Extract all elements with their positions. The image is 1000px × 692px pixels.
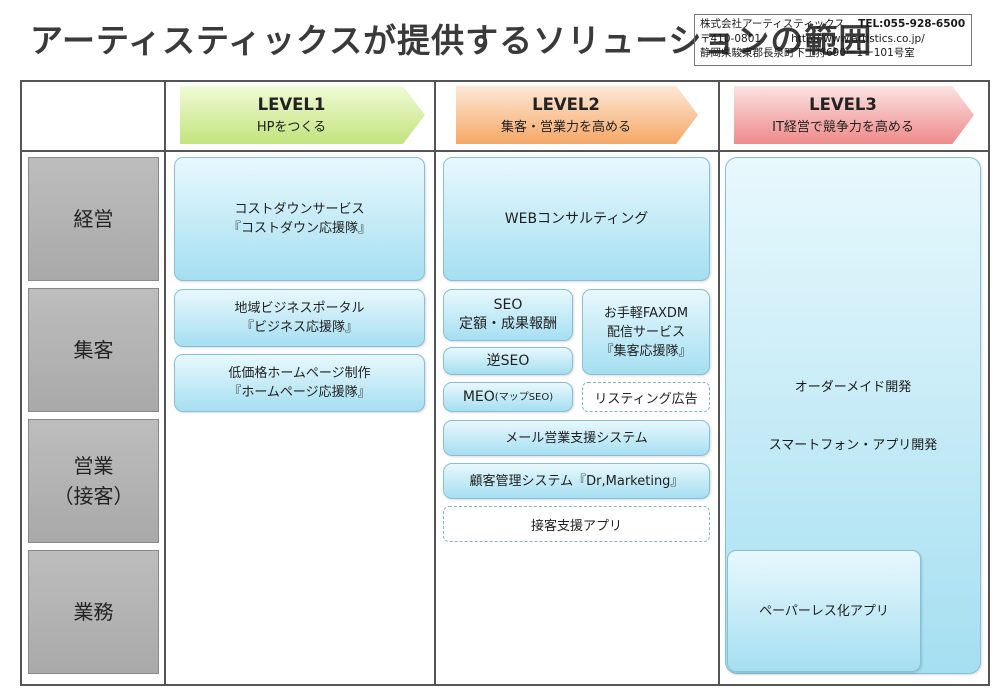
company-tel: TEL:055-928-6500 — [858, 18, 966, 30]
level1-label: LEVEL1 — [257, 95, 326, 114]
level1-sub: HPをつくる — [256, 120, 327, 135]
listing-ads[interactable]: リスティング広告 — [582, 382, 710, 412]
level3-label: LEVEL3 — [809, 95, 877, 114]
mail-sales-support[interactable]: メール営業支援システム — [443, 420, 710, 456]
header-separator — [20, 150, 990, 152]
level2-sub: 集客・営業力を高める — [500, 120, 631, 135]
homepage-production[interactable]: 低価格ホームページ制作 『ホームページ応援隊』 — [174, 354, 425, 412]
smartphone-app-development[interactable]: スマートフォン・アプリ開発 — [768, 438, 938, 453]
row-header-operations: 業務 — [28, 550, 159, 674]
web-consulting[interactable]: WEBコンサルティング — [443, 157, 710, 281]
paperless-app[interactable]: ペーパーレス化アプリ — [727, 550, 921, 672]
page-title: アーティスティックスが提供するソリューションの範囲 — [30, 21, 873, 60]
fax-dm-service[interactable]: お手軽FAXDM 配信サービス 『集客応援隊』 — [582, 289, 710, 375]
meo-service[interactable]: MEO(マップSEO) — [443, 382, 573, 412]
company-info: 株式会社アーティスティックス TEL:055-928-6500 〒410-080… — [694, 14, 972, 66]
meo-note: (マップSEO) — [494, 391, 554, 403]
level1-header: LEVEL1 HPをつくる — [180, 86, 425, 144]
column-separator-3 — [718, 80, 720, 686]
crm-system[interactable]: 顧客管理システム『Dr,Marketing』 — [443, 463, 710, 499]
level2-label: LEVEL2 — [532, 95, 600, 114]
reception-support-app[interactable]: 接客支援アプリ — [443, 506, 710, 542]
column-separator-2 — [434, 80, 436, 686]
level3-header: LEVEL3 IT経営で競争力を高める — [734, 86, 974, 144]
matrix-frame — [20, 80, 990, 686]
seo-service[interactable]: SEO 定額・成果報酬 — [443, 289, 573, 341]
reverse-seo[interactable]: 逆SEO — [443, 347, 573, 375]
business-portal[interactable]: 地域ビジネスポータル 『ビジネス応援隊』 — [174, 289, 425, 347]
level3-sub: IT経営で競争力を高める — [772, 120, 914, 135]
row-header-sales-reception: 営業 （接客） — [28, 419, 159, 543]
company-name: 株式会社アーティスティックス — [700, 18, 845, 30]
company-url[interactable]: http://www.artistics.co.jp/ — [791, 32, 925, 45]
meo-label: MEO — [462, 388, 495, 405]
row-header-management: 経営 — [28, 157, 159, 281]
company-postal: 〒410-0801 — [700, 32, 762, 45]
custom-development[interactable]: オーダーメイド開発 — [794, 380, 912, 395]
row-header-customer-acquisition: 集客 — [28, 288, 159, 412]
company-address: 静岡県駿東郡長泉町下土狩690ー1ー101号室 — [700, 47, 915, 59]
level2-header: LEVEL2 集客・営業力を高める — [456, 86, 698, 144]
column-separator-1 — [164, 80, 166, 686]
cost-down-service[interactable]: コストダウンサービス 『コストダウン応援隊』 — [174, 157, 425, 281]
